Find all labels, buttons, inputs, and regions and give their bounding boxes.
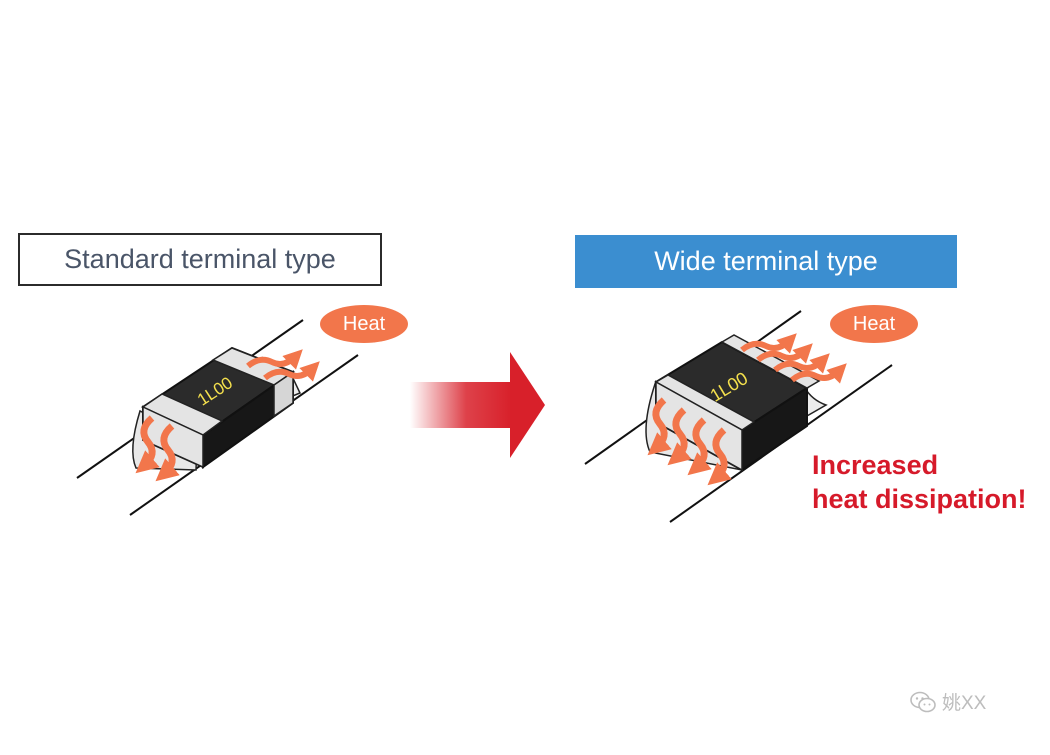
comparison-arrow: [410, 352, 545, 458]
wechat-icon: [910, 691, 936, 712]
heat-arrow: [773, 353, 830, 374]
heat-arrow: [263, 361, 320, 382]
heat-arrow: [790, 363, 847, 384]
callout-line-2: heat dissipation!: [812, 484, 1027, 514]
heat-dissipation-callout: Increased heat dissipation!: [812, 448, 1027, 516]
wide-terminal-title: Wide terminal type: [575, 235, 957, 288]
callout-line-1: Increased: [812, 450, 939, 480]
watermark-text: 姚XX: [942, 693, 987, 714]
heat-arrow: [647, 397, 672, 456]
heat-arrow: [246, 349, 303, 370]
watermark: 姚XX: [910, 688, 986, 715]
heat-arrow: [756, 343, 813, 364]
arrow-head: [510, 352, 545, 458]
heat-arrow: [135, 415, 160, 474]
heat-arrow: [155, 423, 180, 482]
arrow-shaft: [410, 382, 512, 428]
wide-resistor-illustration: 1L00: [584, 310, 893, 523]
heat-arrow: [707, 427, 732, 486]
heat-arrow: [667, 407, 692, 466]
heat-arrow: [740, 333, 797, 354]
heat-arrow: [687, 417, 712, 476]
heat-label-standard: Heat: [320, 305, 408, 343]
heat-label-wide: Heat: [830, 305, 918, 343]
terminal-cap: [273, 370, 294, 418]
standard-terminal-title: Standard terminal type: [18, 233, 382, 286]
standard-resistor-illustration: 1L00: [76, 319, 359, 516]
